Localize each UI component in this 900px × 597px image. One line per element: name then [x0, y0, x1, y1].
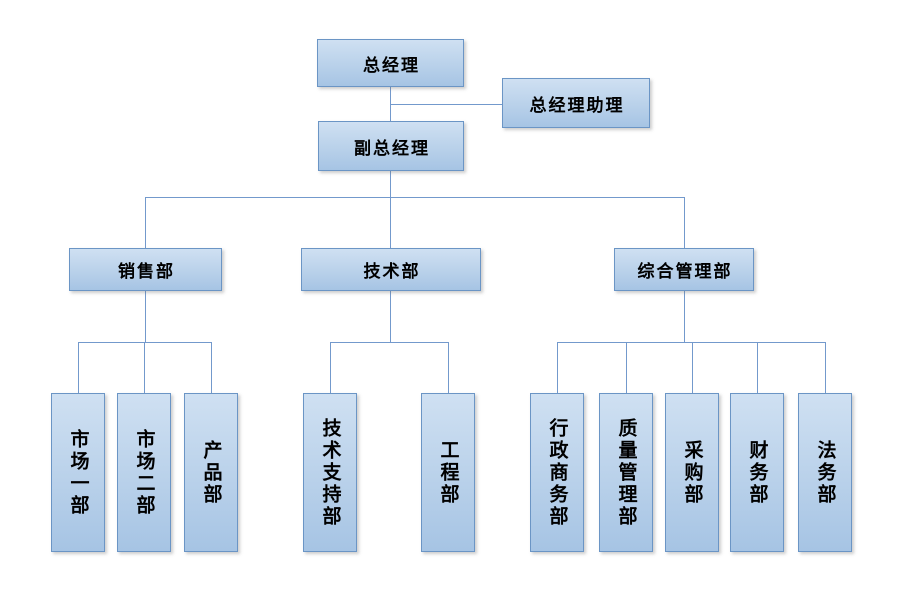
- connector-line-v: [825, 342, 826, 393]
- connector-line-h: [330, 342, 448, 343]
- connector-line-h: [390, 104, 502, 105]
- node-dept-technology: 技术部: [301, 248, 481, 291]
- node-sub-quality-management: 质量管理部: [599, 393, 653, 552]
- connector-line-v: [448, 342, 449, 393]
- node-dept-general-management: 综合管理部: [614, 248, 754, 291]
- node-sub-finance: 财务部: [730, 393, 784, 552]
- node-general-manager: 总经理: [317, 39, 464, 87]
- connector-line-v: [211, 342, 212, 393]
- connector-line-v: [145, 197, 146, 248]
- connector-line-v: [557, 342, 558, 393]
- node-deputy-general-manager: 副总经理: [318, 121, 464, 171]
- node-dept-sales: 销售部: [69, 248, 222, 291]
- node-sub-product: 产品部: [184, 393, 238, 552]
- connector-line-h: [557, 342, 825, 343]
- node-sub-admin-business: 行政商务部: [530, 393, 584, 552]
- connector-line-v: [78, 342, 79, 393]
- node-gm-assistant: 总经理助理: [502, 78, 650, 128]
- connector-line-v: [684, 291, 685, 342]
- connector-line-v: [144, 342, 145, 393]
- connector-line-v: [626, 342, 627, 393]
- node-sub-procurement: 采购部: [665, 393, 719, 552]
- connector-line-v: [145, 291, 146, 342]
- connector-line-v: [692, 342, 693, 393]
- node-sub-legal: 法务部: [798, 393, 852, 552]
- connector-line-v: [757, 342, 758, 393]
- connector-line-v: [390, 197, 391, 248]
- node-sub-market-1: 市场一部: [51, 393, 105, 552]
- connector-line-v: [390, 171, 391, 197]
- connector-line-v: [390, 291, 391, 342]
- node-sub-tech-support: 技术支持部: [303, 393, 357, 552]
- node-sub-market-2: 市场二部: [117, 393, 171, 552]
- connector-line-v: [330, 342, 331, 393]
- connector-line-h: [145, 197, 684, 198]
- node-sub-engineering: 工程部: [421, 393, 475, 552]
- connector-line-v: [684, 197, 685, 248]
